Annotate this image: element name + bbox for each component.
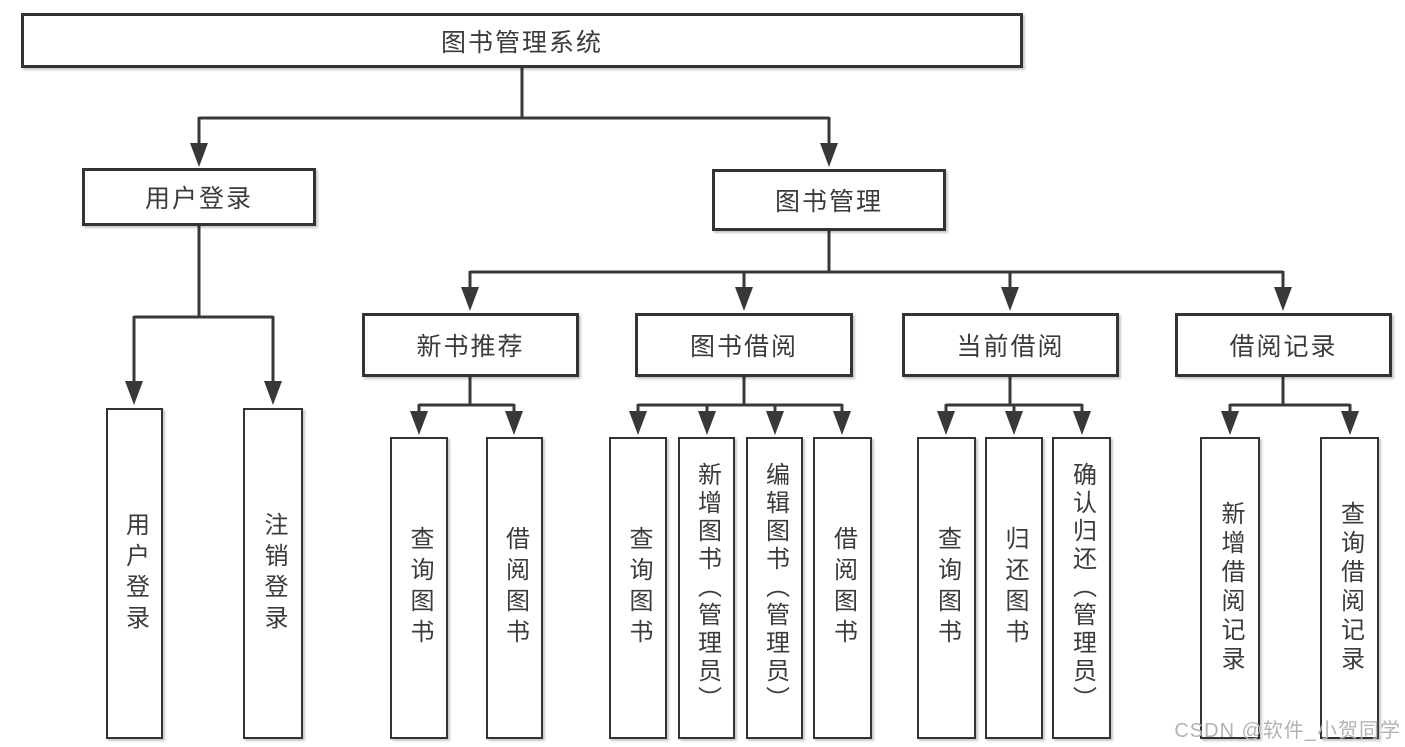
node-query-books-current: 查询图书 [917,437,976,739]
node-login: 用户登录 [106,408,163,739]
node-book-management: 图书管理 [712,169,946,231]
node-query-books-recommend: 查询图书 [390,437,448,739]
node-logout: 注销登录 [243,408,303,739]
node-borrow-books-recommend: 借阅图书 [486,437,543,739]
node-borrow-records: 借阅记录 [1175,313,1392,377]
node-query-borrow-record: 查询借阅记录 [1320,437,1379,739]
node-borrow-books-borrow: 借阅图书 [813,437,872,739]
node-add-borrow-record: 新增借阅记录 [1200,437,1260,739]
connector-user-login-to-leaves [125,226,282,405]
node-edit-book-admin: 编辑图书（管理员） [746,437,803,739]
connector-current-borrow-to-leaves [937,377,1091,435]
node-current-borrow: 当前借阅 [902,313,1119,377]
node-query-books-borrow: 查询图书 [609,437,667,739]
node-return-book: 归还图书 [985,437,1043,739]
node-book-borrow: 图书借阅 [635,313,853,377]
node-confirm-return-admin: 确认归还（管理员） [1052,437,1111,739]
node-user-login: 用户登录 [82,168,316,226]
connector-root-to-level2 [190,68,838,167]
connector-new-book-recommend-to-leaves [410,377,523,435]
node-new-book-recommend: 新书推荐 [362,313,579,377]
node-add-book-admin: 新增图书（管理员） [678,437,735,739]
node-library-management-system: 图书管理系统 [21,13,1023,68]
connector-book-management-to-level3 [461,231,1292,311]
connector-book-borrow-to-leaves [629,377,851,435]
connector-borrow-records-to-leaves [1221,377,1359,435]
